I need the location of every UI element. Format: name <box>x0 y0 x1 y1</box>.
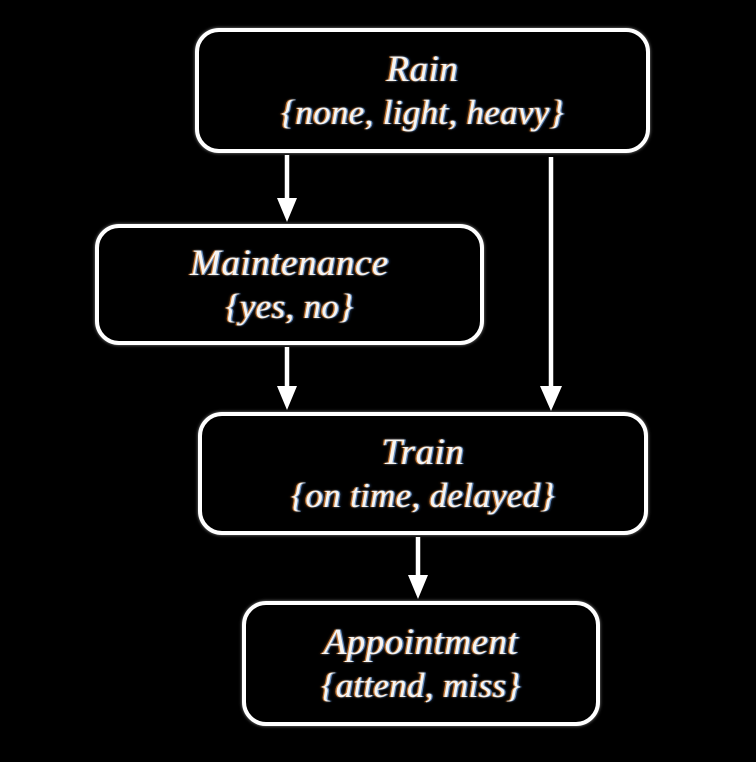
node-appointment[interactable]: Appointment {attend, miss} <box>242 601 600 726</box>
node-appointment-label: Appointment <box>323 622 519 664</box>
edge-rain-to-train <box>540 157 562 411</box>
node-maintenance-label: Maintenance <box>190 243 389 285</box>
node-train[interactable]: Train {on time, delayed} <box>198 412 648 535</box>
node-maintenance[interactable]: Maintenance {yes, no} <box>95 224 484 345</box>
node-appointment-domain: {attend, miss} <box>321 665 521 705</box>
edge-maintenance-to-train <box>277 347 297 410</box>
edge-rain-to-maintenance <box>277 155 297 222</box>
node-rain-domain: {none, light, heavy} <box>281 92 564 132</box>
node-rain[interactable]: Rain {none, light, heavy} <box>195 28 650 153</box>
node-train-label: Train <box>381 432 465 474</box>
node-maintenance-domain: {yes, no} <box>225 286 354 326</box>
node-train-domain: {on time, delayed} <box>291 475 555 515</box>
edge-train-to-appointment <box>408 537 428 599</box>
node-rain-label: Rain <box>386 49 459 91</box>
